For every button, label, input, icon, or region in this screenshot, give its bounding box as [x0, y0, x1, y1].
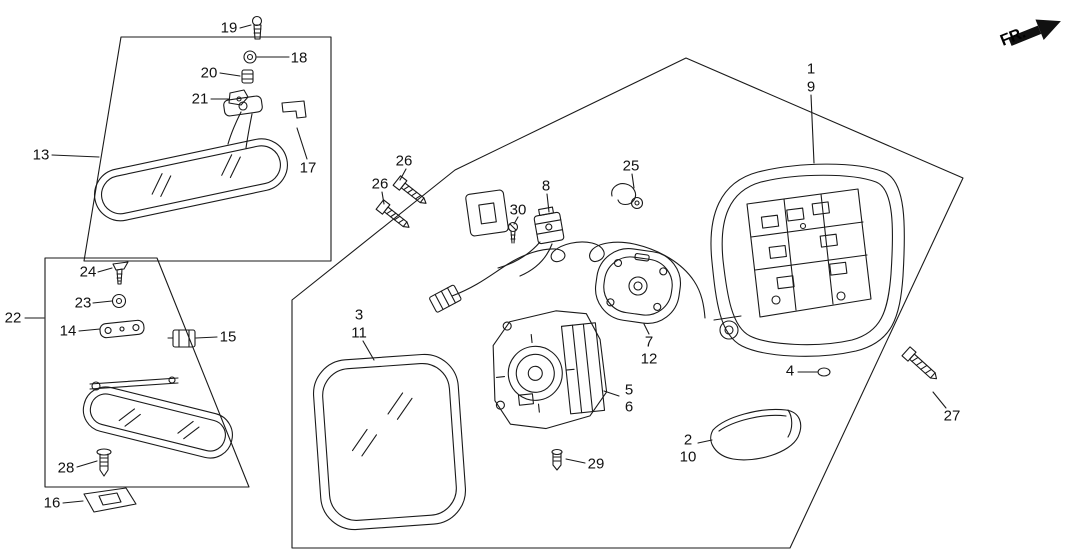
- part-label-28[interactable]: 28: [57, 459, 75, 477]
- part-label-23[interactable]: 23: [74, 294, 92, 312]
- part-label-3[interactable]: 3: [354, 306, 364, 324]
- part-label-4[interactable]: 4: [785, 362, 795, 380]
- part-label-12[interactable]: 12: [640, 350, 658, 368]
- part-label-27[interactable]: 27: [943, 407, 961, 425]
- part-label-18[interactable]: 18: [290, 49, 308, 67]
- part-label-5[interactable]: 5: [624, 381, 634, 399]
- part-label-25[interactable]: 25: [622, 157, 640, 175]
- part-label-11[interactable]: 11: [351, 324, 367, 342]
- screw-28: [96, 448, 112, 477]
- part-label-17[interactable]: 17: [299, 159, 317, 177]
- bushing-20: [241, 69, 254, 84]
- mirror-assembly-22: [82, 376, 233, 459]
- mirror-glass-3-11: [312, 353, 467, 531]
- plate-7-12: [594, 248, 682, 324]
- part-label-10[interactable]: 10: [679, 448, 697, 466]
- bolt-27: [901, 346, 938, 380]
- part-label-6[interactable]: 6: [624, 398, 634, 416]
- part-label-7[interactable]: 7: [644, 333, 654, 351]
- base-cover-16: [83, 487, 137, 513]
- clip-21: [228, 89, 249, 106]
- hook-cover-17: [281, 100, 307, 119]
- washer-23: [111, 293, 127, 309]
- connector-8: [497, 206, 565, 277]
- bolt-26-b: [375, 199, 410, 228]
- enclosure-boxes: [44, 36, 964, 549]
- actuator-5-6: [492, 310, 608, 430]
- part-label-1[interactable]: 1: [806, 60, 816, 78]
- mirror-housing-1-9: [710, 163, 905, 357]
- part-label-14[interactable]: 14: [59, 322, 77, 340]
- screw-24: [112, 261, 129, 285]
- part-label-24[interactable]: 24: [79, 263, 97, 281]
- grommet-4: [817, 367, 831, 377]
- part-label-16[interactable]: 16: [43, 494, 61, 512]
- rearview-mirror-13: [94, 95, 288, 222]
- part-label-8[interactable]: 8: [541, 177, 551, 195]
- bolt-26-a: [392, 175, 427, 204]
- clip-15: [167, 329, 196, 348]
- screw-29: [551, 448, 563, 471]
- part-label-9[interactable]: 9: [806, 78, 816, 96]
- part-label-15[interactable]: 15: [219, 328, 237, 346]
- leader-lines: [24, 24, 947, 504]
- part-label-13[interactable]: 13: [32, 146, 50, 164]
- part-label-29[interactable]: 29: [587, 455, 605, 473]
- wire-harness: [429, 241, 706, 319]
- part-label-26a[interactable]: 26: [395, 152, 413, 170]
- part-label-30[interactable]: 30: [509, 201, 527, 219]
- part-label-26b[interactable]: 26: [371, 175, 389, 193]
- clip-25: [611, 183, 644, 210]
- part-label-2[interactable]: 2: [683, 431, 693, 449]
- screw-19: [251, 15, 263, 40]
- part-label-19[interactable]: 19: [220, 19, 238, 37]
- bracket-14: [99, 319, 145, 339]
- pivot-cover-2-10: [710, 408, 802, 461]
- gasket-plate: [465, 189, 509, 237]
- screw-30: [507, 221, 519, 244]
- part-label-21[interactable]: 21: [191, 90, 209, 108]
- part-label-20[interactable]: 20: [200, 64, 218, 82]
- part-label-22[interactable]: 22: [4, 309, 22, 327]
- fr-direction-arrow: [1008, 19, 1061, 46]
- washer-18: [243, 50, 257, 64]
